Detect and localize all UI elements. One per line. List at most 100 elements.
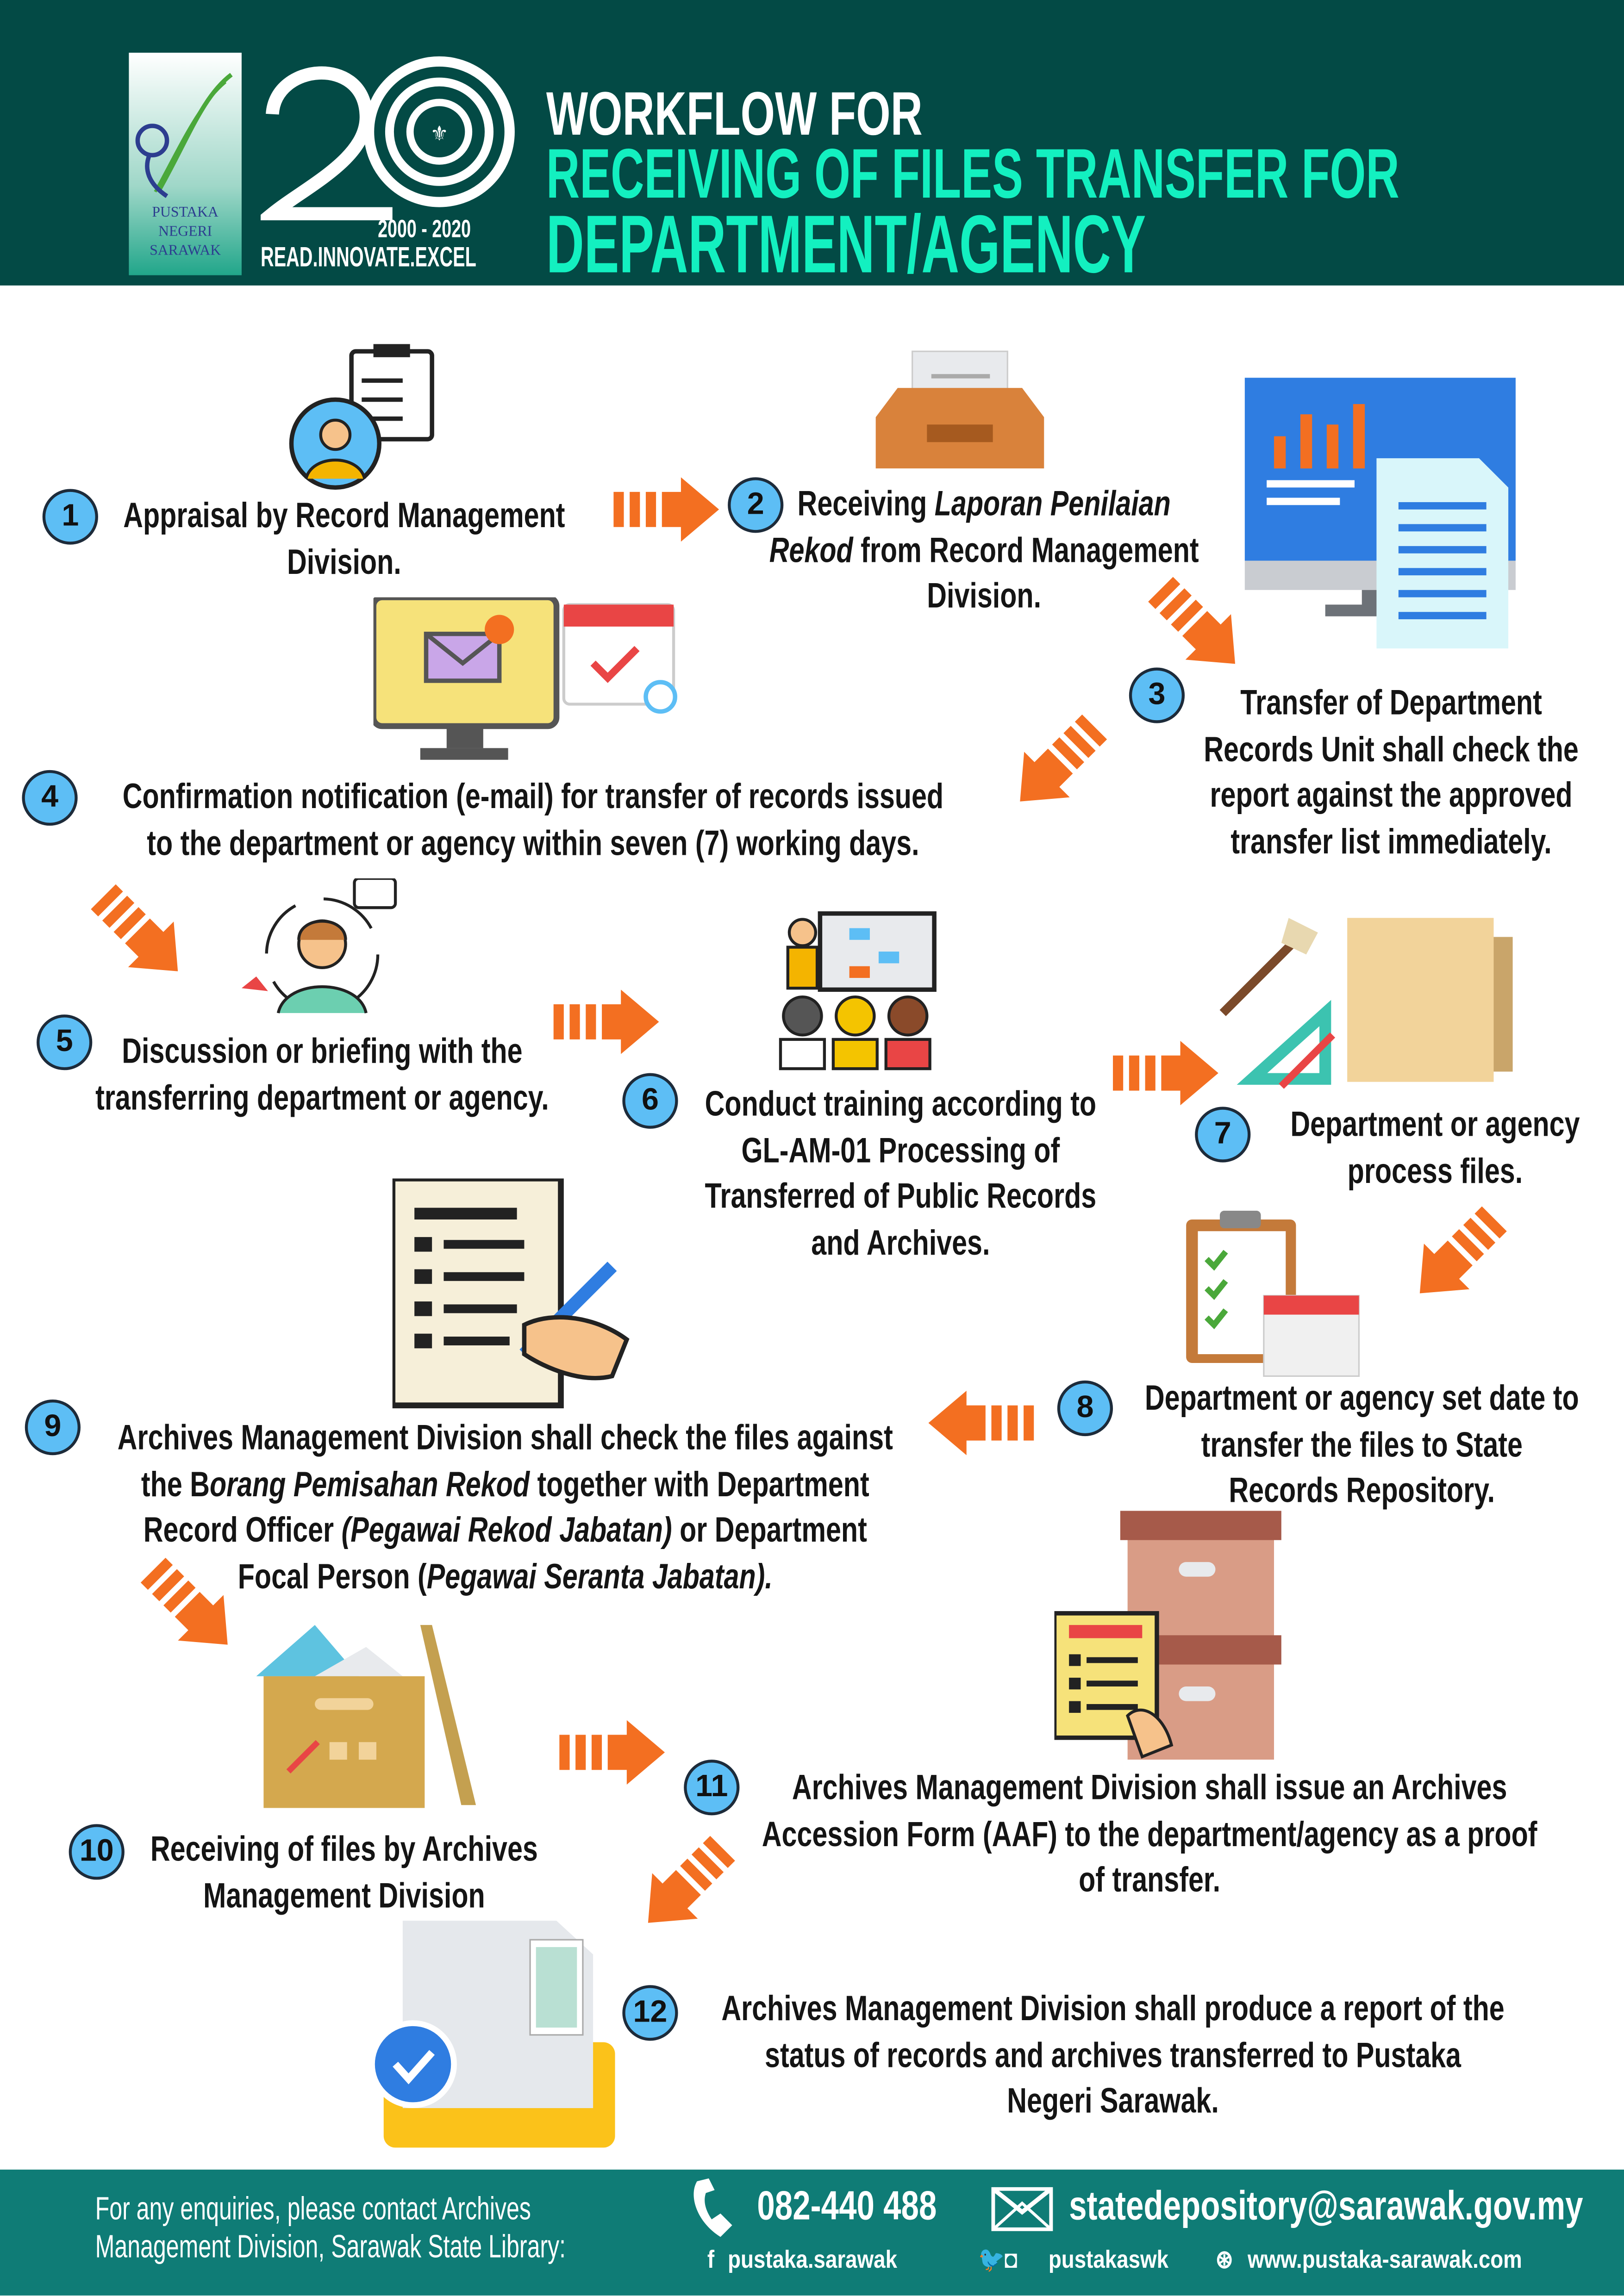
text-segment: transfer the files to State [1201,1425,1523,1465]
text-segment: Conduct training according to [705,1084,1097,1125]
text-segment: Receiving of files by Archives [150,1829,538,1870]
logo-swirl-icon [135,73,233,198]
step-text-line: Discussion or briefing with the [122,1032,522,1073]
step-number-badge: 7 [1195,1107,1251,1163]
envelope-icon [991,2187,1053,2231]
step-text-line: Confirmation notification (e-mail) for t… [123,778,943,819]
step-text-line: Receiving Laporan Penilaian [798,485,1171,526]
text-segment: GL-AM-01 Processing of [741,1131,1060,1170]
step-text-line: Focal Person (Pegawai Seranta Jabatan). [238,1557,773,1598]
italic-term: Rekod [769,530,853,571]
flow-arrow-icon [997,704,1118,824]
step-text-line: Archives Management Division shall issue… [792,1768,1507,1810]
website-link[interactable]: www.pustaka-sarawak.com [1248,2246,1522,2274]
text-segment: or Department [672,1511,867,1550]
text-segment: the B [141,1464,210,1505]
phone-icon [693,2178,732,2237]
box-files-icon [256,1625,476,1808]
text-segment: Negeri Sarawak. [1007,2082,1219,2122]
training-presentation-icon [779,911,937,1070]
step-number-badge: 5 [37,1014,93,1070]
text-segment: Records Repository. [1229,1471,1495,1511]
step-text-line: Division. [287,542,401,584]
filing-cabinet-form-icon [1054,1511,1281,1760]
step-text-line: Transferred of Public Records [705,1177,1097,1218]
step-text-line: Records Unit shall check the [1204,730,1579,771]
svg-text:⚜: ⚜ [430,123,449,145]
step-text-line: transfer list immediately. [1230,822,1551,863]
step-number-badge: 3 [1129,667,1185,723]
step-text-line: Receiving of files by Archives [150,1830,538,1871]
text-segment: Accession Form (AAF) to the department/a… [762,1814,1537,1854]
step-text-line: Archives Management Division shall check… [118,1419,893,1460]
text-segment: Record Officer [143,1511,342,1550]
step-text-line: Accession Form (AAF) to the department/a… [762,1815,1537,1856]
flow-arrow-icon [80,874,201,994]
title-line-2: RECEIVING OF FILES TRANSFER FOR [546,136,1399,214]
text-segment: Focal Person ( [237,1557,427,1597]
text-segment: Department or agency set date to [1144,1379,1579,1419]
facebook-handle[interactable]: pustaka.sarawak [728,2246,898,2274]
text-segment: transfer list immediately. [1230,822,1552,862]
step-number-badge: 6 [622,1073,678,1129]
step-text-line: Appraisal by Record Management [123,496,565,537]
text-segment: and Archives. [811,1223,990,1263]
web-icon: ⊛ [1215,2246,1233,2274]
text-segment: Division. [927,577,1042,616]
pustaka-negeri-sarawak-logo: PUSTAKA NEGERI SARAWAK [129,52,242,275]
italic-term: (Pegawai Rekod Jabatan) [341,1511,672,1550]
flow-arrow-icon [613,477,719,542]
step-number-badge: 1 [42,489,98,545]
logo-text: NEGERI [158,224,212,240]
step-text-line: Department or agency set date to [1145,1379,1579,1420]
text-segment: Discussion or briefing with the [122,1032,523,1072]
checklist-calendar-icon [1186,1210,1360,1377]
document-signing-icon [392,1178,630,1408]
text-segment: Confirmation notification (e-mail) for t… [122,777,944,817]
flow-arrow-icon [559,1720,665,1785]
approved-report-folder-icon [369,1921,615,2148]
step-text-line: Records Repository. [1229,1471,1495,1512]
flow-arrow-icon [553,989,659,1054]
italic-term: orang Pemisahan Rekod [209,1464,530,1505]
flow-arrow-icon [625,1825,746,1946]
text-segment: Receiving [797,485,935,524]
call-center-agent-icon [241,878,397,1014]
step-number-badge: 12 [622,1985,678,2041]
phone-number[interactable]: 082-440 488 [757,2183,937,2228]
twitter-instagram-handle[interactable]: pustakaswk [1048,2246,1169,2274]
inbox-tray-icon [875,350,1044,469]
step-text-line: Archives Management Division shall produ… [721,1990,1504,2031]
step-text-line: to the department or agency within seven… [147,823,919,865]
step-number-badge: 8 [1057,1380,1113,1437]
text-segment: Appraisal by Record Management [123,496,565,536]
step-text-line: process files. [1348,1151,1523,1193]
italic-term: Laporan Penilaian [934,485,1171,524]
header-banner: PUSTAKA NEGERI SARAWAK ⚜ 2000 - 2020 REA… [0,0,1624,290]
italic-term: Pegawai Seranta Jabatan). [426,1557,773,1597]
twitter-instagram-icon: 🐦◘ [978,2246,1018,2274]
contact-footer: For any enquiries, please contact Archiv… [0,2169,1624,2296]
step-number-badge: 11 [684,1760,740,1816]
enquiry-text: For any enquiries, please contact Archiv… [95,2190,531,2227]
text-segment: status of records and archives transferr… [765,2035,1462,2075]
step-text-line: Department or agency [1290,1105,1580,1146]
text-segment: Division. [287,542,401,582]
logo-text: PUSTAKA [152,205,219,221]
text-segment: report against the approved [1210,776,1573,815]
text-segment: Archives Management Division shall issue… [792,1768,1507,1808]
text-segment: Records Unit shall check the [1204,729,1579,770]
email-calendar-icon [373,597,677,760]
step-text-line: Division. [927,577,1041,618]
step-number-badge: 4 [22,770,78,826]
email-link[interactable]: statedepository@sarawak.gov.my [1069,2183,1583,2228]
step-text-line: Management Division [203,1876,485,1917]
step-number-badge: 10 [69,1824,125,1880]
step-text-line: Conduct training according to [705,1085,1096,1126]
step-text-line: report against the approved [1210,776,1572,817]
step-text-line: Record Officer (Pegawai Rekod Jabatan) o… [144,1511,867,1552]
files-tools-icon [1219,918,1513,1089]
flow-arrow-icon [130,1547,250,1668]
step-text-line: transferring department or agency. [95,1078,549,1120]
